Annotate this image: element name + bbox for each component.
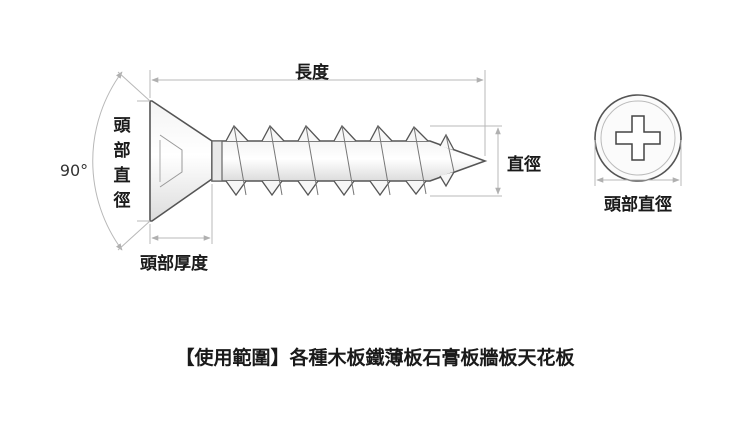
phillips-cross-icon [615,115,661,161]
diameter-label: 直徑 [507,154,541,175]
length-label: 長度 [295,62,330,83]
diameter-dimension [430,125,502,197]
head-diameter-vertical-char-3: 直 [114,165,131,186]
usage-caption: 【使用範圍】各種木板鐵薄板石膏板牆板天花板 [175,346,575,369]
head-thickness-dimension [149,184,213,244]
screw-side-view [149,100,488,222]
head-top-view [594,94,682,182]
head-thickness-label: 頭部厚度 [140,253,209,274]
screw-threads [225,124,455,197]
screw-head [149,100,213,222]
head-diameter-dimension [137,100,150,222]
angle-arc [92,71,151,251]
length-dimension [149,70,486,156]
phillips-recess [159,134,183,188]
head-top-diameter-label: 頭部直徑 [604,194,672,215]
angle-label: 90° [60,161,88,180]
head-diameter-vertical-char-1: 頭 [114,116,132,136]
head-diameter-vertical-char-2: 部 [114,140,131,161]
head-top-diameter-dimension [594,140,682,186]
head-diameter-vertical-char-4: 徑 [113,190,131,211]
